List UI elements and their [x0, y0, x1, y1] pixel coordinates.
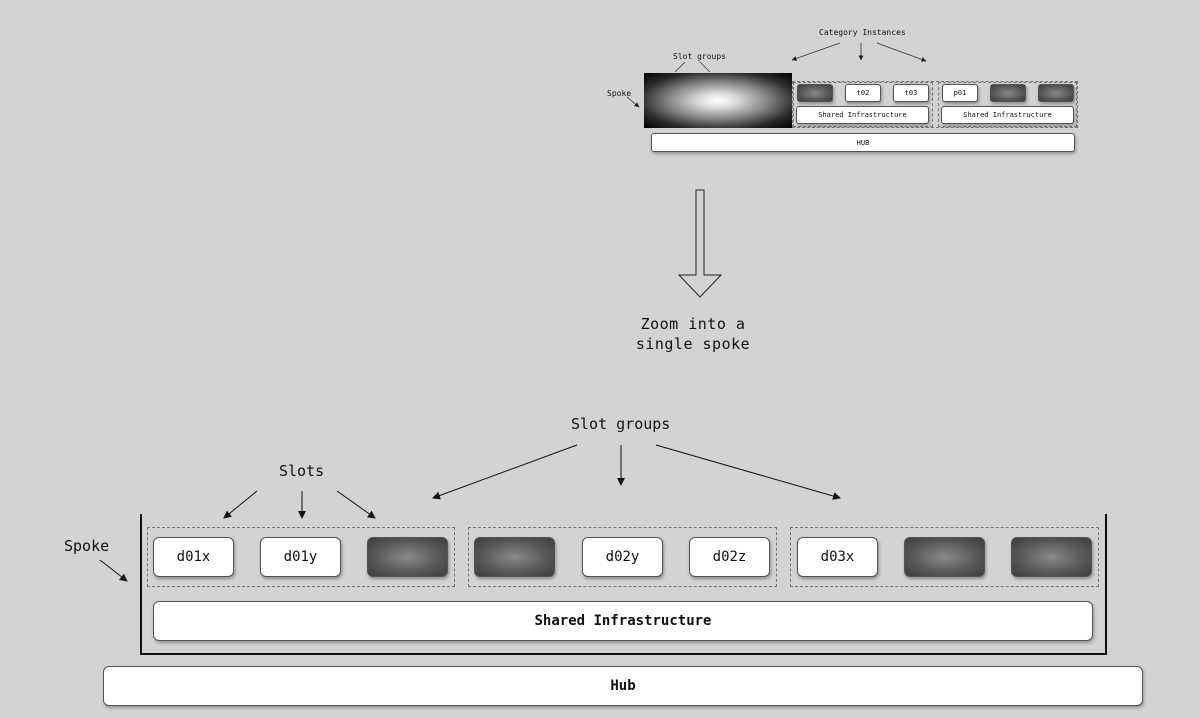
mini-slot-group-2 — [793, 82, 933, 127]
arrow-slots-right — [336, 490, 376, 519]
mini-spoke-outline — [792, 81, 1078, 128]
mini-slot-p01: p01 — [942, 84, 978, 102]
mini-slot-group-3 — [938, 82, 1077, 127]
slot-group-3 — [790, 527, 1099, 587]
arrow-spoke — [99, 559, 128, 582]
mini-category-instances-label: Category Instances — [819, 28, 906, 37]
hub: Hub — [103, 666, 1143, 706]
mini-slot-empty — [990, 84, 1026, 102]
slot-label: d01x — [176, 549, 211, 565]
mini-slot-empty — [797, 84, 833, 102]
slot-group-2 — [468, 527, 777, 587]
zoom-arrow-icon — [677, 189, 723, 298]
slot-label: d02y — [605, 549, 640, 565]
mini-arrow-cat-left — [791, 42, 841, 61]
slot-group-1 — [147, 527, 455, 587]
slot-d01x: d01x — [153, 537, 234, 577]
slot-d02z: d02z — [689, 537, 770, 577]
mini-slot-label: p01 — [953, 89, 967, 97]
arrow-slots-left — [223, 490, 258, 519]
slot-label: d02z — [712, 549, 747, 565]
shared-infrastructure-label: Shared Infrastructure — [534, 613, 712, 629]
mini-hub: HUB — [651, 133, 1075, 152]
mini-slot-label: t02 — [856, 89, 870, 97]
mini-slot-groups-label: Slot groups — [673, 52, 726, 61]
mini-arrow-spoke — [626, 96, 640, 108]
slot-label: d03x — [820, 549, 855, 565]
slot-empty — [474, 537, 555, 577]
slot-d03x: d03x — [797, 537, 878, 577]
mini-spoke-glow-image — [644, 73, 792, 128]
slot-empty — [367, 537, 448, 577]
zoom-caption: Zoom into a single spoke — [635, 315, 751, 353]
slot-label: d01y — [283, 549, 318, 565]
mini-shared-infrastructure-1: Shared Infrastructure — [796, 106, 929, 124]
arrow-slot-groups-right — [655, 444, 841, 500]
mini-slot-t02: t02 — [845, 84, 881, 102]
slot-empty — [1011, 537, 1092, 577]
spoke-label: Spoke — [64, 537, 110, 555]
mini-hub-label: HUB — [856, 138, 870, 147]
mini-arrow-slotgroups-right — [699, 61, 711, 73]
mini-arrow-slotgroups-left — [674, 61, 686, 73]
hub-label: Hub — [610, 678, 636, 694]
mini-slot-t03: t03 — [893, 84, 929, 102]
slots-label: Slots — [279, 462, 325, 480]
shared-infrastructure: Shared Infrastructure — [153, 601, 1093, 641]
mini-spoke-label: Spoke — [607, 89, 632, 98]
slot-empty — [904, 537, 985, 577]
mini-shared-infrastructure-label: Shared Infrastructure — [818, 111, 907, 119]
arrow-slot-groups-left — [432, 444, 578, 500]
spoke-bracket — [140, 514, 1107, 655]
mini-arrow-cat-right — [876, 42, 927, 62]
mini-slot-empty — [1038, 84, 1074, 102]
mini-shared-infrastructure-label: Shared Infrastructure — [963, 111, 1052, 119]
mini-slot-label: t03 — [904, 89, 918, 97]
slot-groups-label: Slot groups — [571, 415, 671, 433]
slot-d01y: d01y — [260, 537, 341, 577]
mini-shared-infrastructure-2: Shared Infrastructure — [941, 106, 1074, 124]
slot-d02y: d02y — [582, 537, 663, 577]
